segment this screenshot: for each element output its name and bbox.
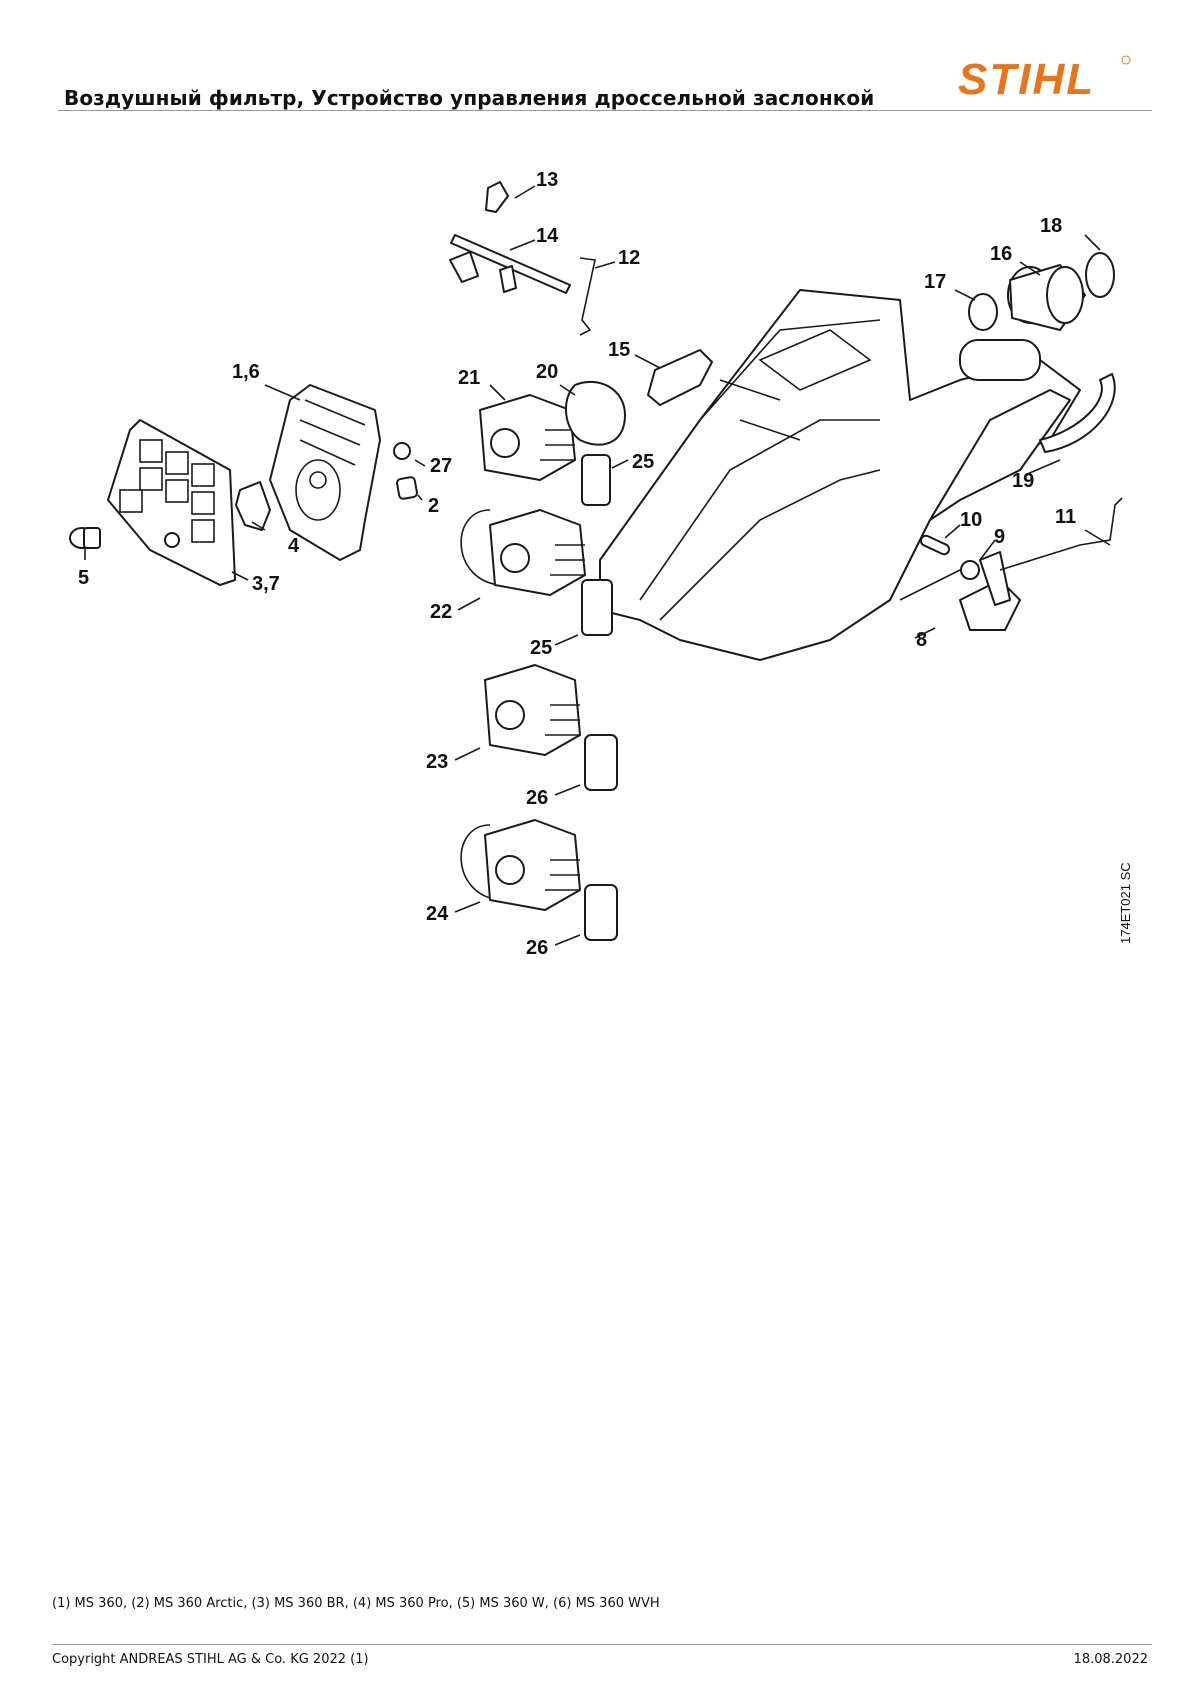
callout-13: 13 — [536, 169, 558, 191]
carburetor-22-part — [460, 509, 586, 596]
callout-18: 18 — [1040, 215, 1062, 237]
callout-25a: 25 — [632, 451, 654, 473]
model-footnote: (1) MS 360, (2) MS 360 Arctic, (3) MS 36… — [52, 1596, 660, 1611]
rod-11-part — [999, 497, 1123, 571]
carburetor-24-part — [460, 819, 581, 911]
throttle-shaft-14-part — [449, 234, 571, 294]
callout-5: 5 — [78, 567, 89, 589]
callout-4: 4 — [288, 535, 300, 557]
callout-25b: 25 — [530, 637, 552, 659]
page-title: Воздушный фильтр, Устройство управления … — [64, 86, 875, 110]
clamp-18-part — [1085, 252, 1115, 298]
stihl-logo: STIHL — [958, 55, 1131, 104]
callout-8: 8 — [916, 629, 927, 651]
callout-22: 22 — [430, 601, 452, 623]
housing-part — [599, 289, 1081, 661]
callout-9: 9 — [994, 526, 1005, 548]
callout-20: 20 — [536, 361, 558, 383]
callout-16: 16 — [990, 243, 1012, 265]
logo-text: STIHL — [958, 55, 1095, 104]
pin-10-part — [919, 534, 951, 556]
callout-15: 15 — [608, 339, 630, 361]
header-divider — [58, 110, 1152, 111]
trigger-lever-part — [979, 551, 1011, 606]
filter-seal-part — [235, 481, 271, 531]
callout-26b: 26 — [526, 937, 548, 959]
callout-3-7: 3,7 — [252, 573, 280, 595]
callout-11: 11 — [1055, 506, 1076, 528]
carburetor-21-part — [479, 394, 576, 481]
rod-extension-line — [899, 569, 961, 601]
gasket-25b-part — [581, 579, 613, 636]
filter-cover-part — [107, 419, 236, 586]
callout-26a: 26 — [526, 787, 548, 809]
callout-21: 21 — [458, 367, 480, 389]
callout-27: 27 — [430, 455, 452, 477]
callout-17: 17 — [924, 271, 946, 293]
callout-2: 2 — [428, 495, 439, 517]
air-filter-part — [269, 384, 381, 561]
ring-17-part — [968, 293, 998, 331]
callout-1-6: 1,6 — [232, 361, 260, 383]
spacer-26a-part — [584, 734, 618, 791]
callout-14: 14 — [536, 225, 559, 247]
gasket-20-part — [564, 380, 626, 446]
callout-19: 19 — [1012, 470, 1034, 492]
gasket-25a-part — [581, 454, 611, 506]
clip-13-part — [485, 181, 509, 213]
callout-24: 24 — [426, 903, 449, 925]
callout-23: 23 — [426, 751, 448, 773]
copyright-text: Copyright ANDREAS STIHL AG & Co. KG 2022… — [52, 1652, 369, 1667]
spacer-26b-part — [584, 884, 618, 941]
diagram-code: 174ET021 SC — [1118, 862, 1133, 944]
carburetor-23-part — [484, 664, 581, 756]
hose-19-part — [1039, 373, 1116, 453]
callout-10: 10 — [960, 509, 982, 531]
knob-part — [69, 527, 101, 549]
grommet-part — [396, 476, 418, 500]
callouts: 13 14 12 18 16 17 15 1,6 21 20 27 2 25 4… — [78, 169, 1076, 959]
footer-divider — [52, 1644, 1152, 1645]
nut-part — [393, 442, 411, 460]
callout-12: 12 — [618, 247, 640, 269]
leader-lines — [84, 185, 1111, 946]
spring-9-part — [960, 560, 980, 580]
document-date: 18.08.2022 — [1073, 1652, 1148, 1667]
intake-16-part — [1007, 264, 1086, 331]
rod-12-part — [579, 257, 596, 336]
lever-15-part — [647, 349, 713, 406]
